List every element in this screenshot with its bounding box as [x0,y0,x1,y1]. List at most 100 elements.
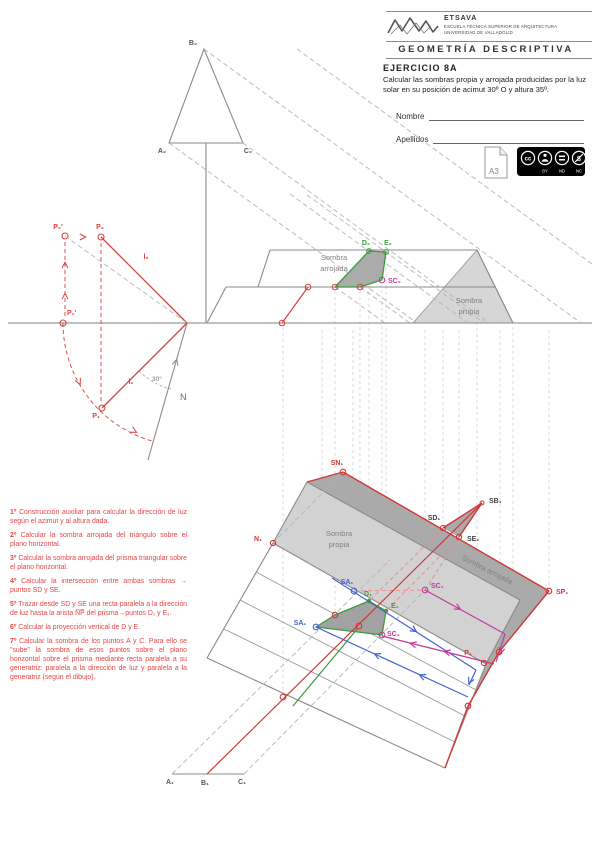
school-name: ESCUELA TÉCNICA SUPERIOR DE ARQUITECTURA [444,23,558,29]
point-p1-plan-marker [480,659,488,667]
elevation-shadow-captions: Sombra arrojada Sombra propia [320,253,483,316]
b-light-ray [206,502,483,775]
azimuth-angle-arc [138,370,172,390]
blue-raising-path [312,577,477,698]
light-direction-lines [59,232,188,442]
caption-sombra-arrojada-1: Sombra [321,253,348,262]
label-a1: A₁ [166,779,174,786]
label-sc1-slope: SC₁ [387,631,400,638]
point-sb1-marker [479,500,485,506]
plan-light-rays [171,471,433,775]
exercise-code: EJERCICIO 8A [383,63,458,73]
instruction-step-4: 4º Calcular la intersección entre ambas … [10,577,187,594]
point-n1-marker [269,539,277,547]
point-e2-marker [383,249,389,255]
cc-nc-label: NC [576,169,582,174]
surname-input-line[interactable] [433,134,584,144]
caption-plan-sombra-propia-1: Sombra [326,529,353,538]
instruction-step-5: 5º Trazar desde SD y SE una recta parale… [10,600,188,617]
rotated-ray-guide [64,235,188,324]
label-d2: D₂ [362,240,370,247]
aux-labels: P₂' P₂ P₁' P₁ l₂ l₁ [53,224,148,420]
cc-nd-label: ND [559,169,565,174]
aux-light-construction: P₂' P₂ P₁' P₁ l₂ l₁ 30° N [53,224,188,461]
north-direction-line [147,322,188,461]
label-sc1-ridge: SC₁ [431,583,444,590]
label-c2: C₂ [244,148,252,155]
point-sc1-ridge-marker [421,586,429,594]
etsava-logo [387,17,439,35]
label-sb1: SB₁ [489,498,502,505]
name-input-line[interactable] [429,111,584,121]
label-p1: P₁ [92,413,100,420]
point-sn1-marker [339,468,347,476]
point-p1rot-marker [59,319,67,327]
plan-salmon-guides [353,527,460,612]
instruction-step-7: 7º Calcular la sombra de los puntos A y … [10,637,187,681]
plan-own-shadow [273,482,520,664]
point-sc1-slope-marker [378,631,386,639]
plan-cast-shadow-band [307,472,549,768]
label-l1: l₁ [129,379,134,386]
label-sa1-slope: SA₁ [294,620,307,627]
point-sa1-ridge-marker [350,587,358,595]
label-p2-rotated: P₂' [53,224,63,231]
label-sd1: SD₁ [428,515,441,522]
cc-nd-icon [554,150,570,166]
cc-by-label: BY [542,169,548,174]
elevation-cast-shadow [333,250,387,288]
label-p1-plan: P₁ [464,650,472,657]
plan-red-shadow-outline [206,468,553,775]
point-p1-marker [98,404,106,412]
label-c1: C₁ [238,779,246,786]
label-l2: l₂ [143,254,148,261]
elevation-light-rays [168,48,593,324]
label-north: N [180,392,187,402]
triangle-elevation [168,47,244,144]
label-e2: E₂ [384,240,392,247]
label-azimuth-angle: 30° [152,375,162,383]
point-se1-marker [455,533,463,541]
label-se1: SE₁ [467,536,479,543]
label-p1-rotated: P₁' [67,310,77,317]
school-acronym: ETSAVA [444,15,478,22]
label-b1: B₁ [201,780,209,787]
light-ray-vertical-projection [100,236,188,324]
caption-sombra-propia-1: Sombra [456,296,483,305]
north-arrow [171,358,179,366]
course-title: GEOMETRÍA DESCRIPTIVA [398,44,574,55]
rotation-arc [62,322,153,442]
label-p2: P₂ [96,224,104,231]
label-sp1: SP₁ [556,589,568,596]
label-sc2: SC₂ [388,278,401,285]
label-n1: N₁ [254,536,262,543]
cc-nc-icon [571,150,585,166]
label-b2: B₂ [189,40,197,47]
label-sn1: SN₁ [331,460,344,467]
light-ray-horizontal-projection [101,322,188,409]
elevation-red-construction [278,283,364,327]
instruction-step-1: 1º Construcción auxiliar para calcular l… [10,509,187,525]
instruction-step-2: 2º Calcular la sombra arrojada del trián… [10,531,188,548]
caption-sombra-arrojada-2: arrojada [320,264,348,273]
point-d2-marker [366,248,372,254]
cc-icon [520,150,536,166]
caption-sombra-propia-2: propia [459,307,481,316]
ridge-shadow-line [342,471,550,592]
header-rule-top [386,11,592,12]
point-sp1-marker [545,587,553,595]
page-fold-corner [499,147,507,156]
green-construction-line [292,627,359,707]
label-d1: D₁ [364,591,372,598]
school-name-block: ETSAVA ESCUELA TÉCNICA SUPERIOR DE ARQUI… [444,15,557,35]
university-name: UNIVERSIDAD DE VALLADOLID [444,30,513,35]
plan-labels: SN₁ SP₁ P₁ N₁ SD₁ SE₁ SB₁ SA₁ SA₁ SC₁ SC… [166,460,568,787]
header-rule-mid [386,41,592,42]
instructions-list: 1º Construcción auxiliar para calcular l… [10,509,187,688]
exercise-statement: Calcular las sombras propia y arrojada p… [383,75,586,94]
magenta-raising-path [378,586,506,665]
instruction-step-3: 3º Calcular la sombra arrojada del prism… [10,554,187,571]
surname-field-row: Apellidos [396,134,584,144]
